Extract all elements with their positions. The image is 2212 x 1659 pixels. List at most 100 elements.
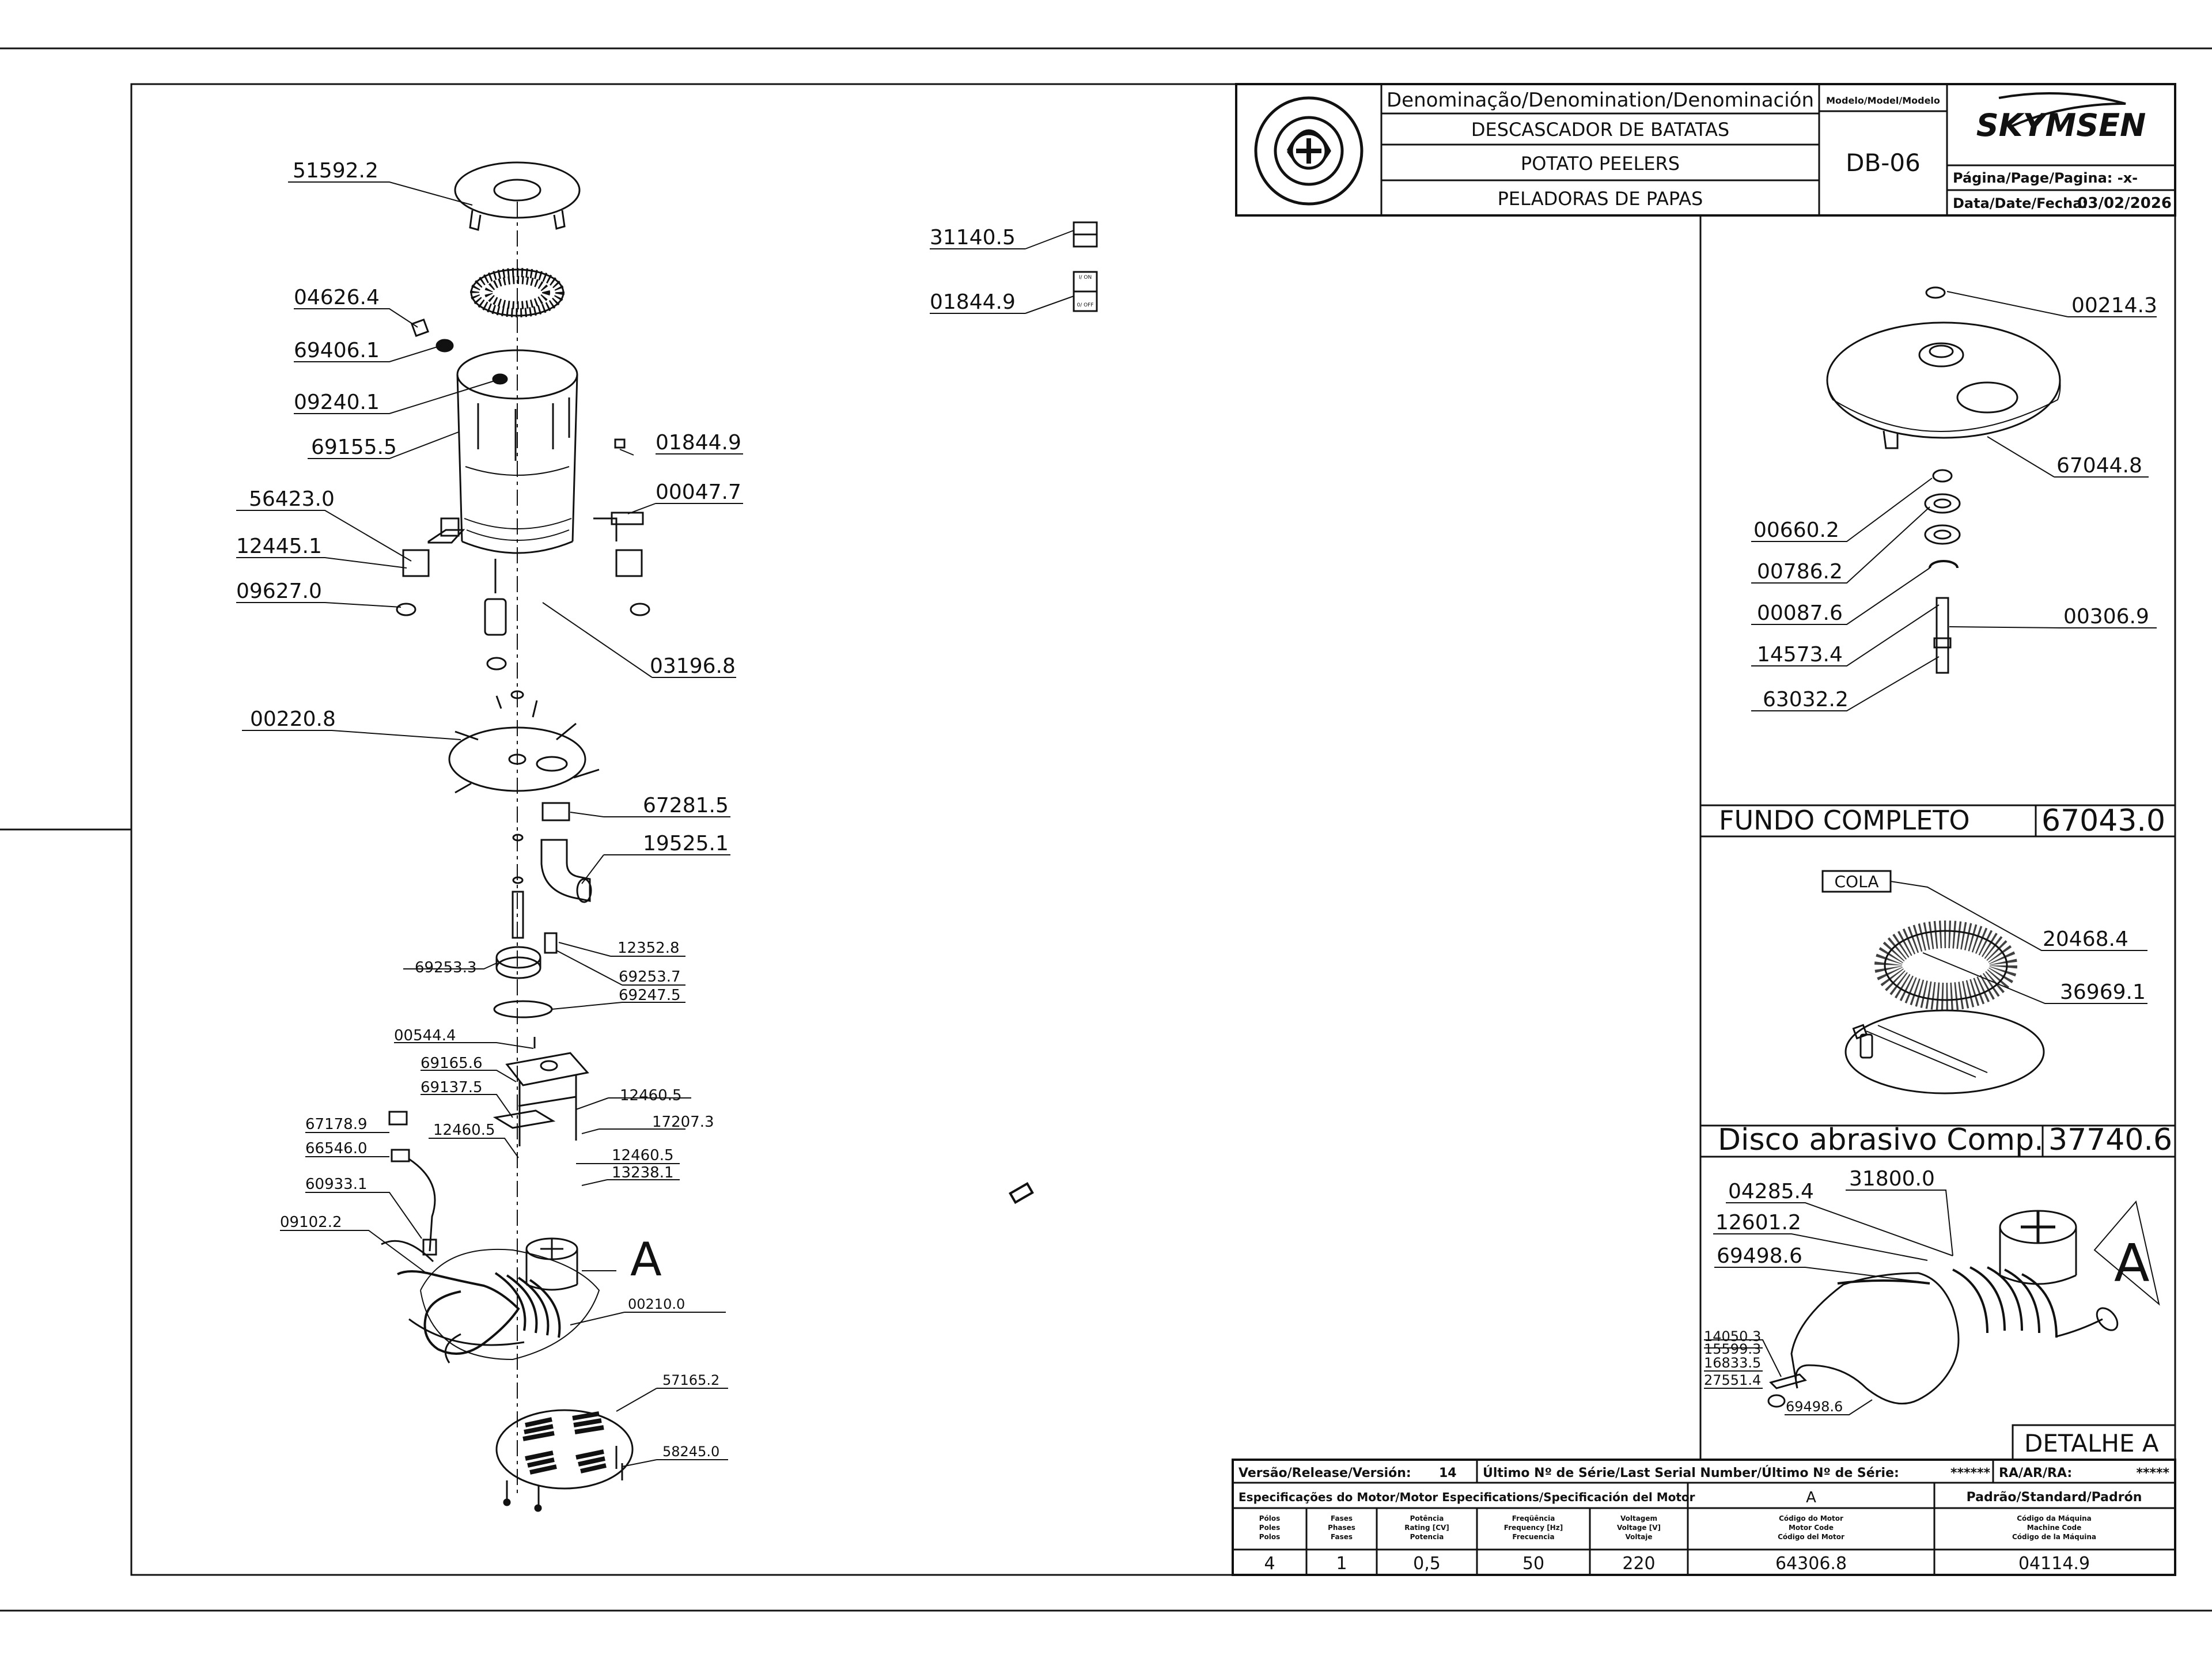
part-number-label: 01844.9 xyxy=(930,290,1016,314)
pulley-part xyxy=(495,932,558,979)
belt-part xyxy=(493,1000,553,1018)
part-number-label: 00544.4 xyxy=(394,1027,456,1044)
detail-letter: A xyxy=(2114,1233,2150,1294)
product-name-en: POTATO PEELERS xyxy=(1521,153,1680,175)
part-number-label: 12601.2 xyxy=(1715,1211,1801,1234)
version-value: 14 xyxy=(1439,1466,1457,1480)
brand-logo: SKYMSEN xyxy=(1976,107,2146,143)
detalhe-a-drawing: 04285.4 31800.0 12601.2 69498.6 14050.3 … xyxy=(1704,1167,2160,1457)
part-number-label: 14050.3 xyxy=(1704,1328,1761,1344)
motor-code-value: 64306.8 xyxy=(1775,1554,1847,1574)
col-header-line: Frecuencia xyxy=(1512,1533,1554,1541)
drive-shaft-part xyxy=(512,834,524,939)
part-number-label: 66546.0 xyxy=(305,1140,368,1157)
part-number-label: 09240.1 xyxy=(294,391,380,414)
detail-title: DETALHE A xyxy=(2024,1429,2159,1457)
version-label: Versão/Release/Versión: xyxy=(1238,1466,1411,1480)
part-number-label: 69253.7 xyxy=(619,968,681,986)
lid-part xyxy=(454,161,581,231)
part-number-label: 00306.9 xyxy=(2063,605,2149,628)
part-number-label: 00087.6 xyxy=(1757,601,1843,625)
fundo-part-numbers: 00214.3 67044.8 00660.2 00786.2 00087.6 … xyxy=(1719,294,2165,838)
rating-value: 0,5 xyxy=(1413,1554,1441,1574)
machine-code-value: 04114.9 xyxy=(2018,1554,2090,1574)
switch-off-text: 0/ OFF xyxy=(1077,302,1093,308)
part-number-label: 00210.0 xyxy=(628,1296,685,1312)
disco-name: Disco abrasivo Comp. xyxy=(1718,1123,2044,1157)
sheet-frame xyxy=(0,47,2212,1612)
part-number-label: 09102.2 xyxy=(280,1214,342,1231)
col-header-line: Frequency [Hz] xyxy=(1504,1524,1563,1532)
part-number-label: 01844.9 xyxy=(656,431,741,454)
col-header-line: Voltaje xyxy=(1625,1533,1652,1541)
assistance-seal-icon xyxy=(1254,96,1363,206)
part-number-label: 12352.8 xyxy=(618,940,680,957)
product-name-pt: DESCASCADOR DE BATATAS xyxy=(1471,119,1729,141)
voltage-value: 220 xyxy=(1622,1554,1655,1574)
part-number-label: 51592.2 xyxy=(293,159,378,183)
disco-code: 37740.6 xyxy=(2048,1123,2172,1157)
part-number-label: 12445.1 xyxy=(236,535,322,558)
part-number-label: 12460.5 xyxy=(612,1147,674,1164)
standard-label: Padrão/Standard/Padrón xyxy=(1967,1490,2142,1505)
part-number-label: 67281.5 xyxy=(643,794,729,817)
motor-part xyxy=(525,1237,578,1291)
part-number-label: 12460.5 xyxy=(620,1087,682,1104)
model-header: Modelo/Model/Modelo xyxy=(1826,95,1940,106)
col-header-line: Potência xyxy=(1410,1514,1444,1522)
part-number-label: 17207.3 xyxy=(652,1113,714,1131)
exploded-assembly: I/ ON 0/ OFF A xyxy=(236,161,1098,1512)
product-name-es: PELADORAS DE PAPAS xyxy=(1498,188,1703,210)
part-number-label: 31800.0 xyxy=(1849,1167,1935,1191)
motor-letter: A xyxy=(1806,1489,1816,1506)
part-number-label: 12460.5 xyxy=(433,1122,495,1139)
part-number-label: 20468.4 xyxy=(2043,927,2128,951)
plug-switch-parts xyxy=(388,1111,437,1256)
col-header-line: Código del Motor xyxy=(1778,1533,1844,1541)
col-header-line: Fases xyxy=(1331,1533,1353,1541)
denomination-header: Denominação/Denomination/Denominación xyxy=(1387,89,1814,112)
part-number-label: 13238.1 xyxy=(612,1164,674,1181)
spec-table: Versão/Release/Versión: 14 Último Nº de … xyxy=(1232,1459,2176,1576)
part-number-label: 56423.0 xyxy=(249,487,335,511)
col-header-line: Potencia xyxy=(1410,1533,1444,1541)
cable-loop-part xyxy=(381,1182,1034,1363)
serial-label: Último Nº de Série/Last Serial Number/Úl… xyxy=(1483,1465,1899,1480)
part-number-label: 09627.0 xyxy=(236,579,322,603)
part-number-label: 69165.6 xyxy=(421,1055,483,1072)
part-number-label: 00660.2 xyxy=(1753,518,1839,542)
part-number-label: 03196.8 xyxy=(650,654,736,678)
part-number-label: 36969.1 xyxy=(2060,980,2146,1004)
col-header-line: Código da Máquina xyxy=(2017,1514,2092,1522)
frequency-value: 50 xyxy=(1522,1554,1544,1574)
part-number-label: 69155.5 xyxy=(311,435,397,459)
col-header-line: Pólos xyxy=(1259,1514,1281,1522)
part-number-label: 04626.4 xyxy=(294,286,380,309)
part-number-label: 67044.8 xyxy=(2056,454,2142,478)
serial-value: ****** xyxy=(1950,1466,1991,1480)
disco-abrasivo-drawing: COLA 20468.4 36969.1 Disco abrasivo Comp… xyxy=(1718,870,2172,1157)
fundo-code: 67043.0 xyxy=(2041,804,2165,838)
part-number-label: 00220.8 xyxy=(250,707,336,731)
col-header-line: Motor Code xyxy=(1789,1524,1834,1532)
detail-a-letter: A xyxy=(630,1233,662,1286)
col-header-line: Polos xyxy=(1259,1533,1281,1541)
right-panels xyxy=(1699,215,2175,1460)
part-number-label: 19525.1 xyxy=(643,832,729,855)
switch-icons xyxy=(1073,221,1098,312)
part-number-label: 58245.0 xyxy=(662,1444,719,1460)
exploded-part-numbers: 51592.2 04626.4 69406.1 09240.1 69155.5 … xyxy=(236,159,1016,1460)
col-header-line: Phases xyxy=(1328,1524,1355,1532)
poles-value: 4 xyxy=(1264,1554,1275,1574)
phases-value: 1 xyxy=(1336,1554,1347,1574)
part-number-label: 69498.6 xyxy=(1786,1399,1843,1415)
col-header-line: Código do Motor xyxy=(1779,1514,1843,1522)
ra-value: ***** xyxy=(2136,1466,2169,1480)
fundo-completo-drawing: 00214.3 67044.8 00660.2 00786.2 00087.6 … xyxy=(1719,286,2165,838)
switch-on-text: I/ ON xyxy=(1079,275,1092,281)
part-number-label: 15599.3 xyxy=(1704,1341,1761,1357)
col-header-line: Freqüência xyxy=(1512,1514,1555,1522)
title-block: Denominação/Denomination/Denominación DE… xyxy=(1235,83,2176,217)
date-value: 03/02/2026 xyxy=(2077,195,2172,212)
